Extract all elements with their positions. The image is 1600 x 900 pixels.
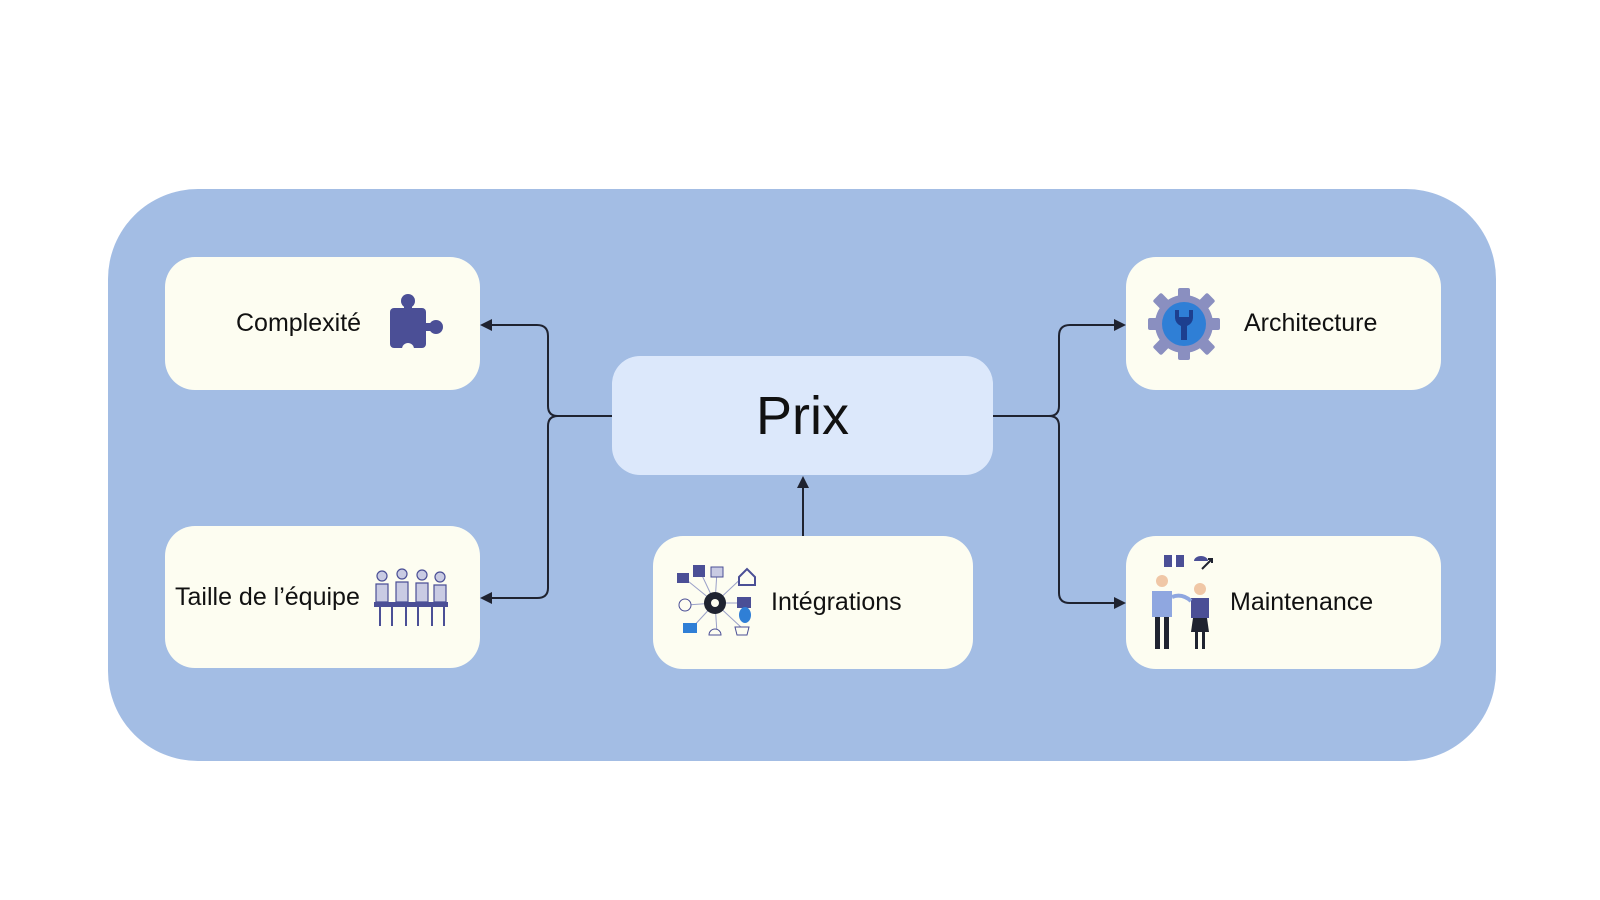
- node-prix: Prix: [612, 356, 993, 475]
- connector-to-taille: [480, 415, 559, 604]
- node-maintenance-label: Maintenance: [1230, 588, 1374, 616]
- connector-to-complexite: [480, 319, 612, 417]
- node-architecture-label: Architecture: [1244, 309, 1378, 337]
- puzzle-piece-icon: [390, 293, 444, 355]
- node-integrations-label: Intégrations: [771, 588, 902, 616]
- node-architecture: Architecture: [1126, 257, 1441, 390]
- node-prix-label: Prix: [756, 385, 849, 446]
- connector-to-maintenance: [1048, 415, 1126, 609]
- maintenance-people-icon: [1152, 554, 1213, 649]
- gear-wrench-icon: [1148, 287, 1220, 360]
- integrations-network-icon: [677, 564, 756, 635]
- connector-to-architecture: [993, 319, 1126, 417]
- team-meeting-icon: [373, 568, 448, 626]
- node-maintenance: Maintenance: [1126, 536, 1441, 669]
- node-integrations: Intégrations: [653, 536, 973, 669]
- node-complexite-label: Complexité: [236, 309, 362, 337]
- node-taille: Taille de l’équipe: [165, 526, 480, 668]
- node-complexite: Complexité: [165, 257, 480, 390]
- node-taille-label: Taille de l’équipe: [175, 582, 360, 611]
